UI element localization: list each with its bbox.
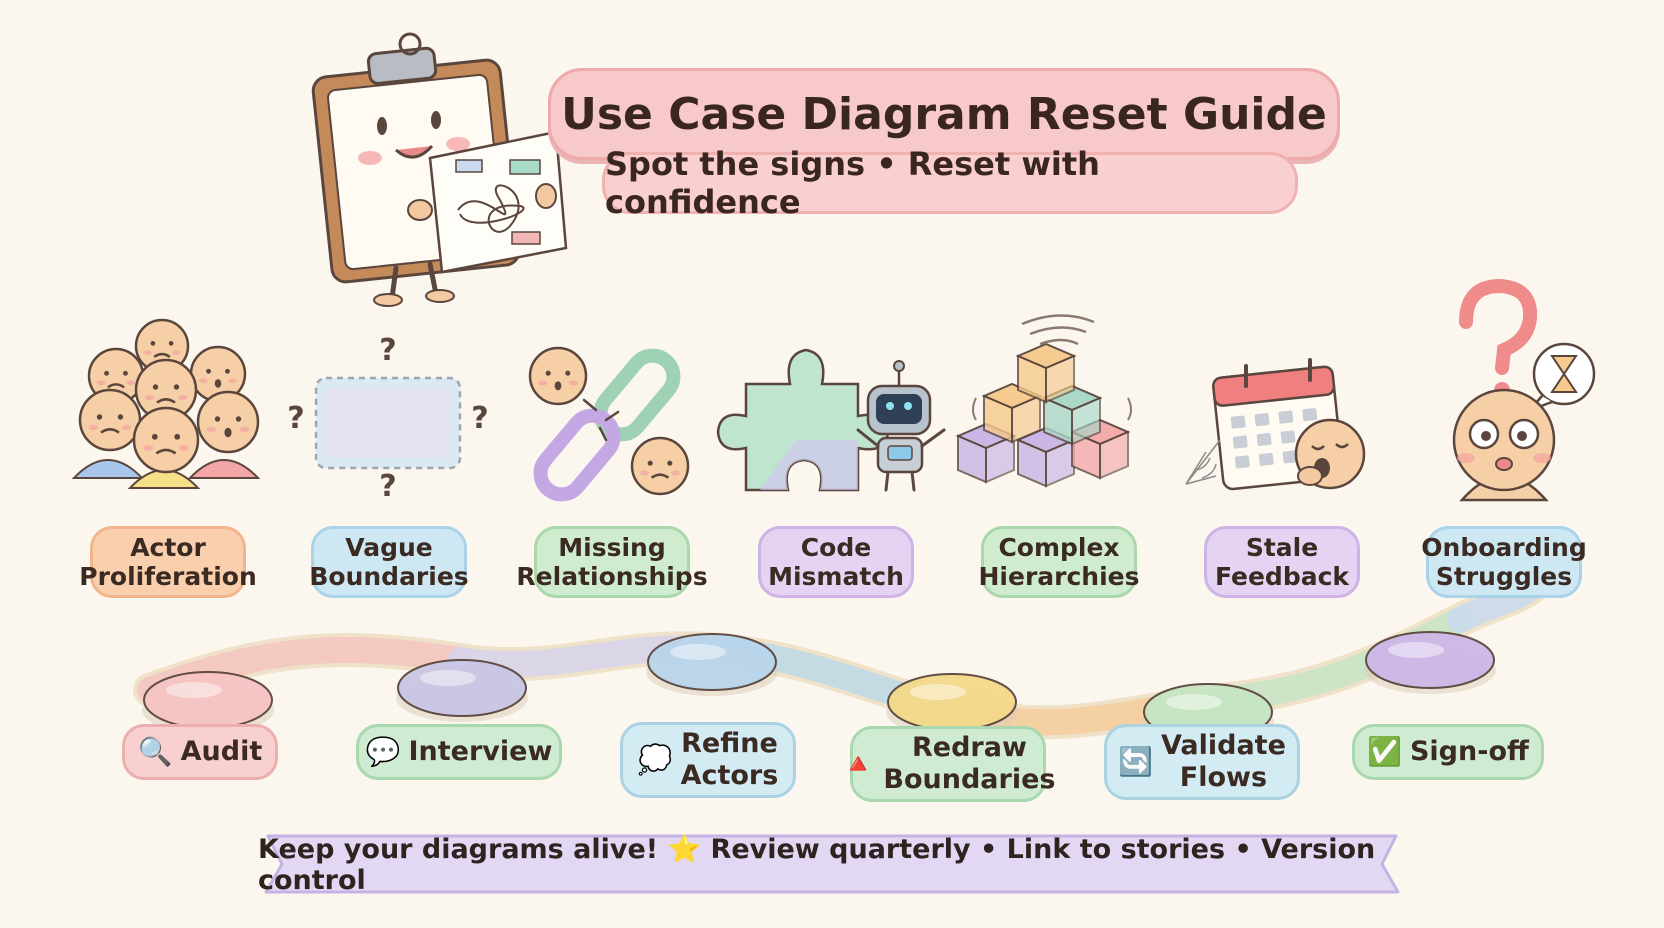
magnifier-icon: 🔍 [137, 735, 173, 769]
check-icon: ✅ [1367, 735, 1402, 769]
clipboard-mascot-icon [311, 32, 568, 307]
page-subtitle: Spot the signs • Reset with confidence [602, 145, 1298, 221]
step-label-text: Audit [180, 736, 263, 768]
confused-person-icon [1452, 278, 1596, 502]
step-audit: 🔍Audit [122, 724, 278, 780]
footer-banner: Keep your diagrams alive! ⭐ Review quart… [258, 832, 1406, 896]
broken-chain-icon [528, 346, 690, 502]
svg-text:?: ? [471, 401, 488, 436]
svg-text:?: ? [379, 469, 396, 504]
step-label-text: Interview [408, 736, 553, 768]
svg-text:?: ? [379, 333, 396, 368]
step-sign-off: ✅Sign-off [1352, 724, 1544, 780]
page-title: Use Case Diagram Reset Guide [548, 68, 1340, 160]
calendar-sleepy-icon [1185, 358, 1366, 491]
puzzle-robot-icon [716, 348, 946, 492]
step-label-text: Sign-off [1409, 736, 1529, 768]
triangle-ruler-icon: 🔺 [840, 747, 876, 781]
chat-bubble-icon: 💬 [365, 735, 401, 769]
banner-text: Keep your diagrams alive! ⭐ Review quart… [258, 833, 1376, 896]
stacked-blocks-icon [955, 314, 1132, 488]
step-interview: 💬Interview [356, 724, 562, 780]
svg-text:?: ? [287, 401, 304, 436]
reset-path-icon [133, 563, 1557, 746]
banner-ribbon [264, 834, 1400, 894]
speech-bubble-icon: 💭 [637, 743, 673, 777]
crowd-of-actors-icon [71, 318, 261, 489]
refresh-icon: 🔄 [1118, 745, 1153, 779]
vague-boundary-icon: ???? [287, 333, 488, 504]
